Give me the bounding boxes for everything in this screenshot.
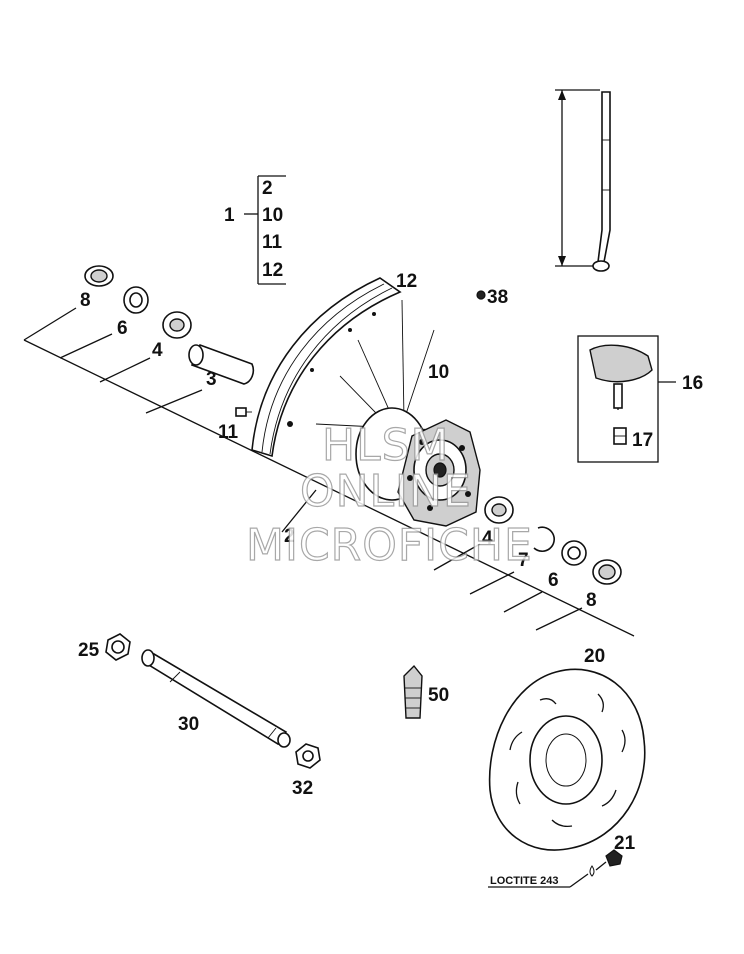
left-bearing-4 bbox=[162, 311, 192, 339]
callout-3: 3 bbox=[206, 369, 217, 390]
callout-1-sub-2: 2 bbox=[262, 178, 273, 199]
callout-8-left: 8 bbox=[80, 290, 91, 311]
callout-11: 11 bbox=[218, 422, 239, 443]
watermark: HLSM ONLINE MICROFICHE bbox=[245, 419, 533, 571]
spoke-detail bbox=[555, 89, 611, 272]
callout-2: 2 bbox=[284, 526, 295, 547]
axle-nut-32: 32 bbox=[292, 743, 321, 799]
hub-spacer-3 bbox=[188, 343, 255, 385]
callout-50: 50 bbox=[428, 685, 449, 706]
watermark-line-3: MICROFICHE bbox=[246, 520, 533, 571]
callout-25: 25 bbox=[78, 640, 100, 661]
callout-12: 12 bbox=[396, 271, 417, 292]
callout-38: 38 bbox=[487, 287, 508, 308]
callout-8-right: 8 bbox=[586, 590, 597, 611]
callout-16: 16 bbox=[682, 373, 703, 394]
left-spacer-8 bbox=[84, 265, 114, 287]
watermark-line-1: HLSM bbox=[322, 420, 450, 471]
axle-30: 30 bbox=[141, 649, 291, 748]
disc-screw-21: 21 LOCTITE 243 bbox=[488, 833, 636, 888]
left-leader-lines: 8 6 4 3 bbox=[23, 290, 635, 637]
valve-cap-50: 50 bbox=[403, 664, 449, 719]
right-seal-6 bbox=[561, 540, 587, 566]
watermark-line-2: ONLINE bbox=[300, 466, 472, 517]
callout-7: 7 bbox=[518, 550, 529, 571]
callout-1-sub-10: 10 bbox=[262, 205, 283, 226]
wheel-assembly bbox=[251, 277, 481, 527]
circlip-7 bbox=[533, 526, 555, 553]
callout-6-right: 6 bbox=[548, 570, 559, 591]
valve-box: 16 17 bbox=[577, 335, 703, 463]
callout-4-left: 4 bbox=[152, 340, 163, 361]
callout-4-right: 4 bbox=[482, 528, 493, 549]
callout-1: 1 bbox=[224, 205, 235, 226]
callout-6-left: 6 bbox=[117, 318, 128, 339]
part-38: 38 bbox=[476, 287, 508, 308]
callout-1-sub-11: 11 bbox=[262, 232, 283, 253]
callout-30: 30 bbox=[178, 714, 199, 735]
left-seal-6 bbox=[123, 286, 149, 314]
axle-nut-25: 25 bbox=[78, 633, 131, 661]
right-leader-lines: 2 4 7 6 8 bbox=[281, 489, 597, 631]
callout-21: 21 bbox=[614, 833, 636, 854]
assembly-1-bracket: 1 2 10 11 12 bbox=[224, 175, 286, 285]
callout-17: 17 bbox=[632, 430, 653, 451]
callout-32: 32 bbox=[292, 778, 313, 799]
right-spacer-8 bbox=[592, 559, 622, 585]
right-bearing-4 bbox=[484, 496, 514, 524]
brake-disc-20: 20 bbox=[488, 646, 646, 851]
callout-20: 20 bbox=[584, 646, 605, 667]
loctite-note: LOCTITE 243 bbox=[490, 875, 558, 887]
callout-1-sub-12: 12 bbox=[262, 260, 283, 281]
callout-10: 10 bbox=[428, 362, 449, 383]
spoke-nipple-11: 11 bbox=[218, 407, 252, 443]
